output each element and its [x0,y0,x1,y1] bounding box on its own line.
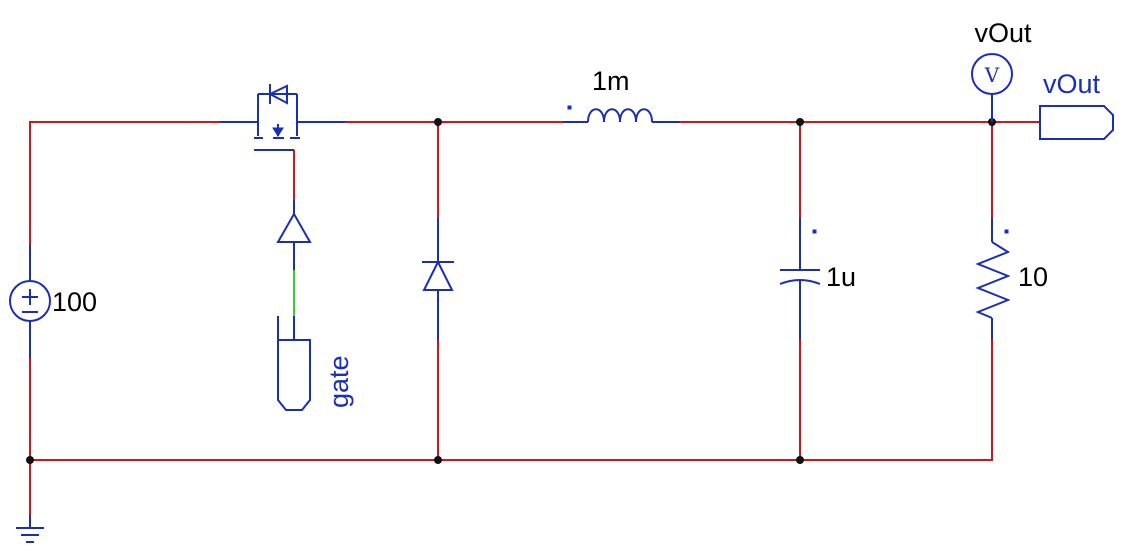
resistor-polarity-dot [1004,229,1009,234]
inductor-coil-icon [587,108,653,123]
output-port-icon [1039,105,1114,140]
inductor-value-label: 1m [592,66,630,96]
output-port[interactable]: vOut [1039,69,1114,140]
capacitor-polarity-dot [812,229,817,234]
gate-buffer[interactable] [276,200,312,270]
voltmeter-label: vOut [974,18,1032,48]
wire-source-top [29,121,220,245]
source-value-label: 100 [52,287,97,317]
node-cap-top [796,118,804,126]
wires [29,121,1040,515]
resistor-zigzag-icon [975,241,1011,319]
node-cap-bottom [796,456,804,464]
node-diode-bottom [434,456,442,464]
inductor[interactable]: 1m [563,66,680,123]
ground-icon [16,515,44,543]
capacitor-value-label: 1u [826,262,856,292]
junction-nodes [26,118,996,464]
node-ground [26,456,34,464]
node-diode-top [434,118,442,126]
voltmeter-probe[interactable]: V vOut [971,18,1032,122]
output-port-label: vOut [1043,69,1101,99]
gate-port-label: gate [324,355,354,408]
inductor-polarity-dot [567,105,572,110]
port-icon [277,339,311,411]
buffer-triangle-icon [276,211,312,243]
freewheel-diode[interactable] [422,218,454,340]
voltage-source[interactable]: 100 [9,245,97,358]
resistor-value-label: 10 [1018,262,1048,292]
wire-res-bottom [30,340,993,461]
diode-icon [422,259,454,291]
mosfet-switch[interactable] [220,84,345,151]
gate-port[interactable]: gate [277,316,354,411]
voltmeter-symbol: V [984,63,1000,87]
body-diode-icon [267,84,288,105]
capacitor[interactable]: 1u [779,218,856,340]
resistor[interactable]: 10 [975,218,1048,340]
